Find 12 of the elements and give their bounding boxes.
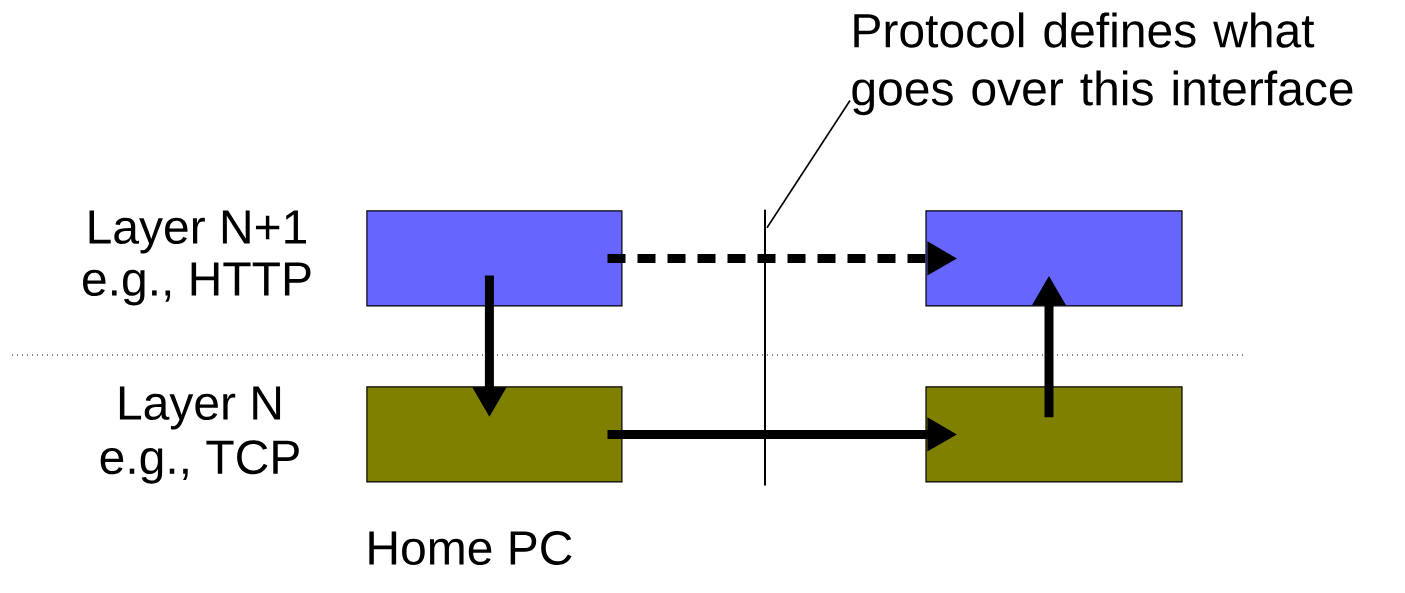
layer-label: e.g., TCP <box>100 440 299 484</box>
layer-label: Layer N <box>119 386 281 430</box>
layer-box <box>925 386 1183 483</box>
layer-label: Layer N+1 <box>89 210 306 254</box>
layer-box <box>925 210 1183 307</box>
callout-text: Protocol defines what goes over this interface <box>852 12 1353 116</box>
layer-label: Home PC <box>369 531 572 565</box>
leader-line <box>766 99 851 229</box>
interface-line <box>764 208 766 487</box>
layer-box <box>366 210 623 307</box>
layer-label: e.g., HTTP <box>83 262 311 306</box>
layer-box <box>366 386 623 483</box>
